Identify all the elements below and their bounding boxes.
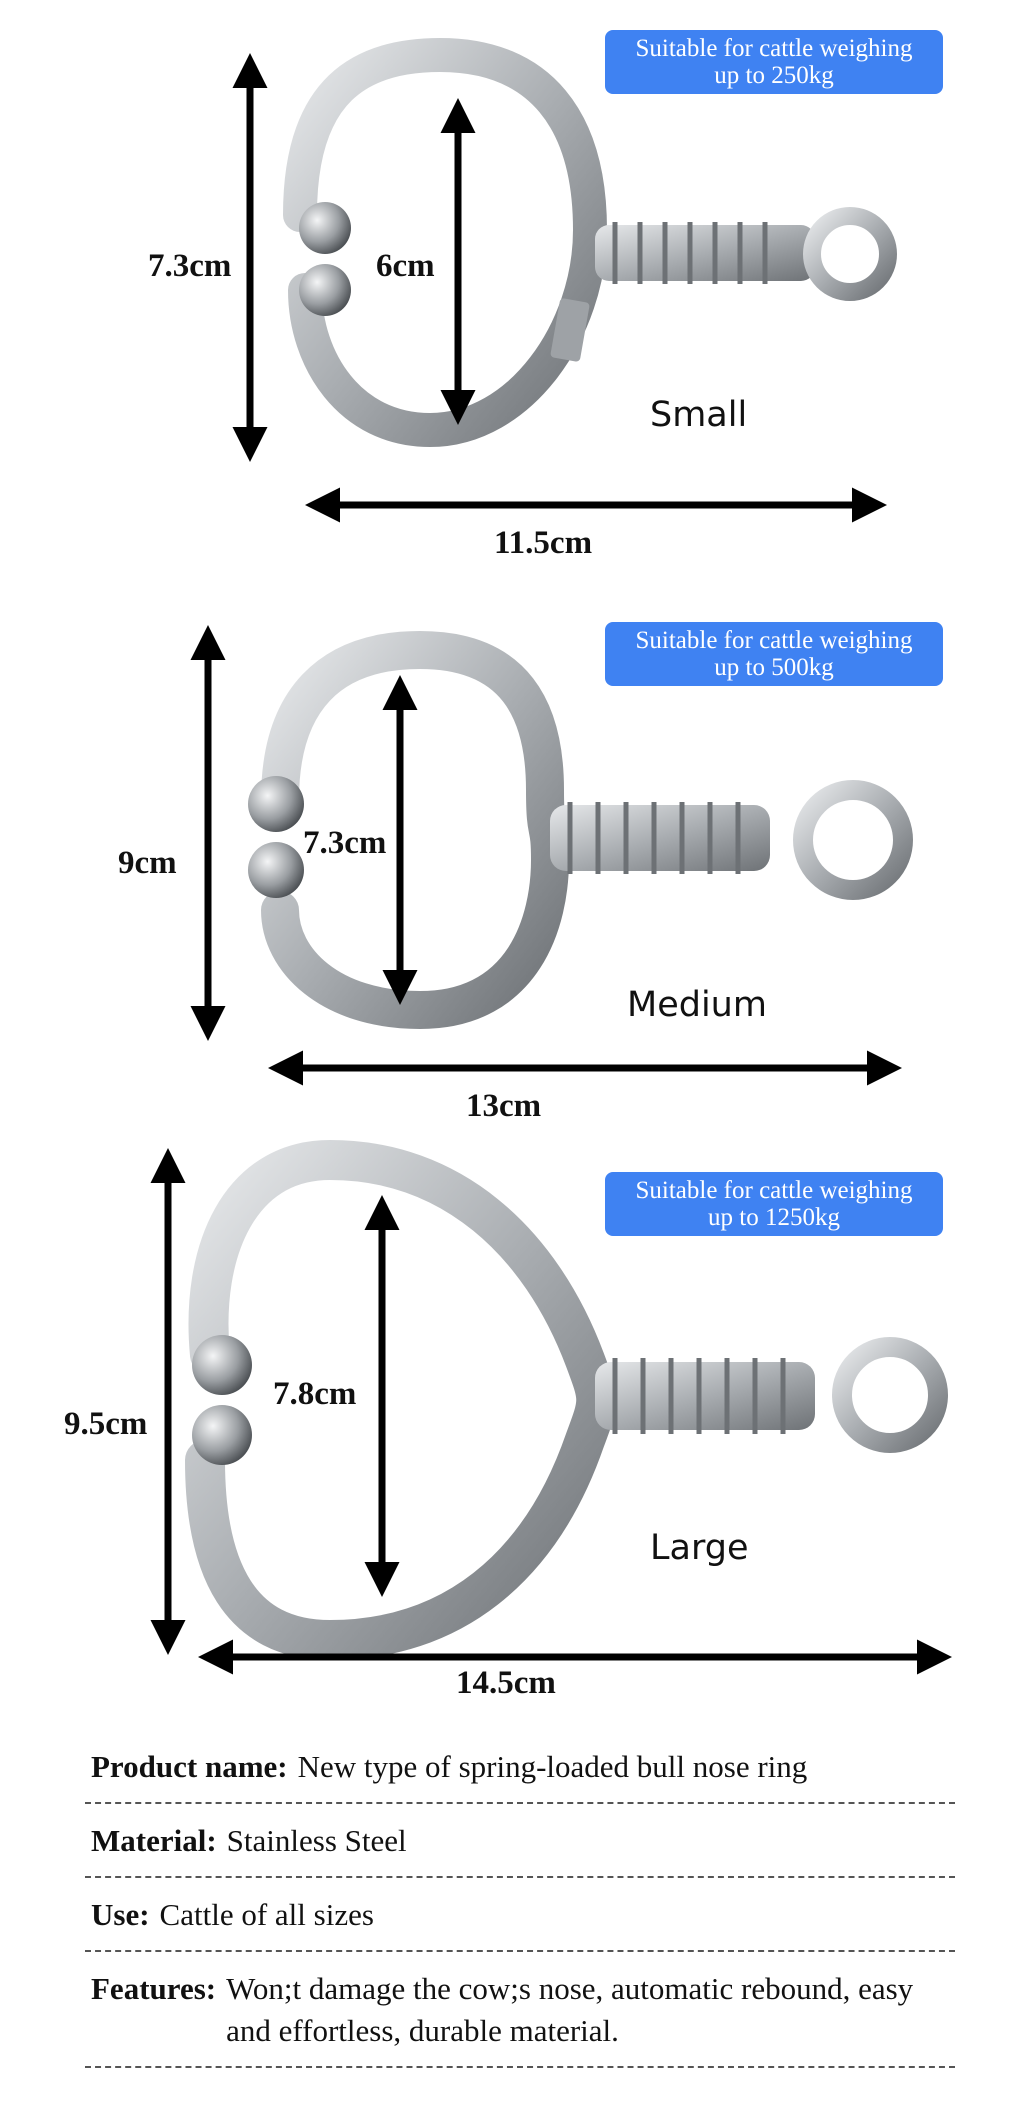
capacity-badge: Suitable for cattle weighing up to 500kg [605, 622, 943, 686]
badge-line: up to 250kg [714, 62, 834, 89]
height-label: 9.5cm [64, 1406, 148, 1442]
spec-value: Cattle of all sizes [159, 1897, 374, 1932]
spec-key: Product name: [91, 1749, 288, 1784]
badge-line: Suitable for cattle weighing [635, 627, 913, 654]
spec-row-product-name: Product name: New type of spring-loaded … [85, 1730, 955, 1804]
capacity-badge: Suitable for cattle weighing up to 250kg [605, 30, 943, 94]
spec-row-use: Use: Cattle of all sizes [85, 1878, 955, 1952]
capacity-badge: Suitable for cattle weighing up to 1250k… [605, 1172, 943, 1236]
spec-list: Product name: New type of spring-loaded … [85, 1730, 955, 2068]
spec-value: Won;t damage the cow;s nose, automatic r… [226, 1971, 914, 2048]
size-label: Large [650, 1528, 749, 1568]
inner-diameter-label: 7.8cm [273, 1376, 357, 1412]
nose-ring-large-image [150, 1139, 952, 1675]
height-label: 9cm [118, 845, 177, 881]
size-label: Medium [627, 985, 767, 1025]
length-label: 14.5cm [456, 1665, 556, 1701]
spec-key: Use: [91, 1897, 150, 1932]
product-panel-small: Suitable for cattle weighing up to 250kg… [0, 0, 1025, 580]
badge-line: Suitable for cattle weighing [635, 1177, 913, 1204]
product-panel-medium: Suitable for cattle weighing up to 500kg… [0, 590, 1025, 1140]
length-label: 11.5cm [494, 525, 593, 561]
height-label: 7.3cm [148, 248, 232, 284]
spec-value: Stainless Steel [226, 1823, 407, 1858]
inner-diameter-label: 7.3cm [303, 825, 387, 861]
size-label: Small [650, 395, 748, 435]
length-label: 13cm [466, 1088, 542, 1124]
spec-key: Material: [91, 1823, 217, 1858]
nose-ring-small-image [232, 37, 897, 523]
spec-row-material: Material: Stainless Steel [85, 1804, 955, 1878]
inner-diameter-label: 6cm [376, 248, 435, 284]
nose-ring-medium-image [190, 625, 913, 1086]
badge-line: up to 500kg [714, 654, 834, 681]
spec-value: New type of spring-loaded bull nose ring [297, 1749, 808, 1784]
badge-line: up to 1250kg [708, 1204, 840, 1231]
spec-row-features: Features: Won;t damage the cow;s nose, a… [85, 1952, 955, 2068]
badge-line: Suitable for cattle weighing [635, 35, 913, 62]
product-panel-large: Suitable for cattle weighing up to 1250k… [0, 1130, 1025, 1701]
spec-key: Features: [91, 1971, 217, 2006]
